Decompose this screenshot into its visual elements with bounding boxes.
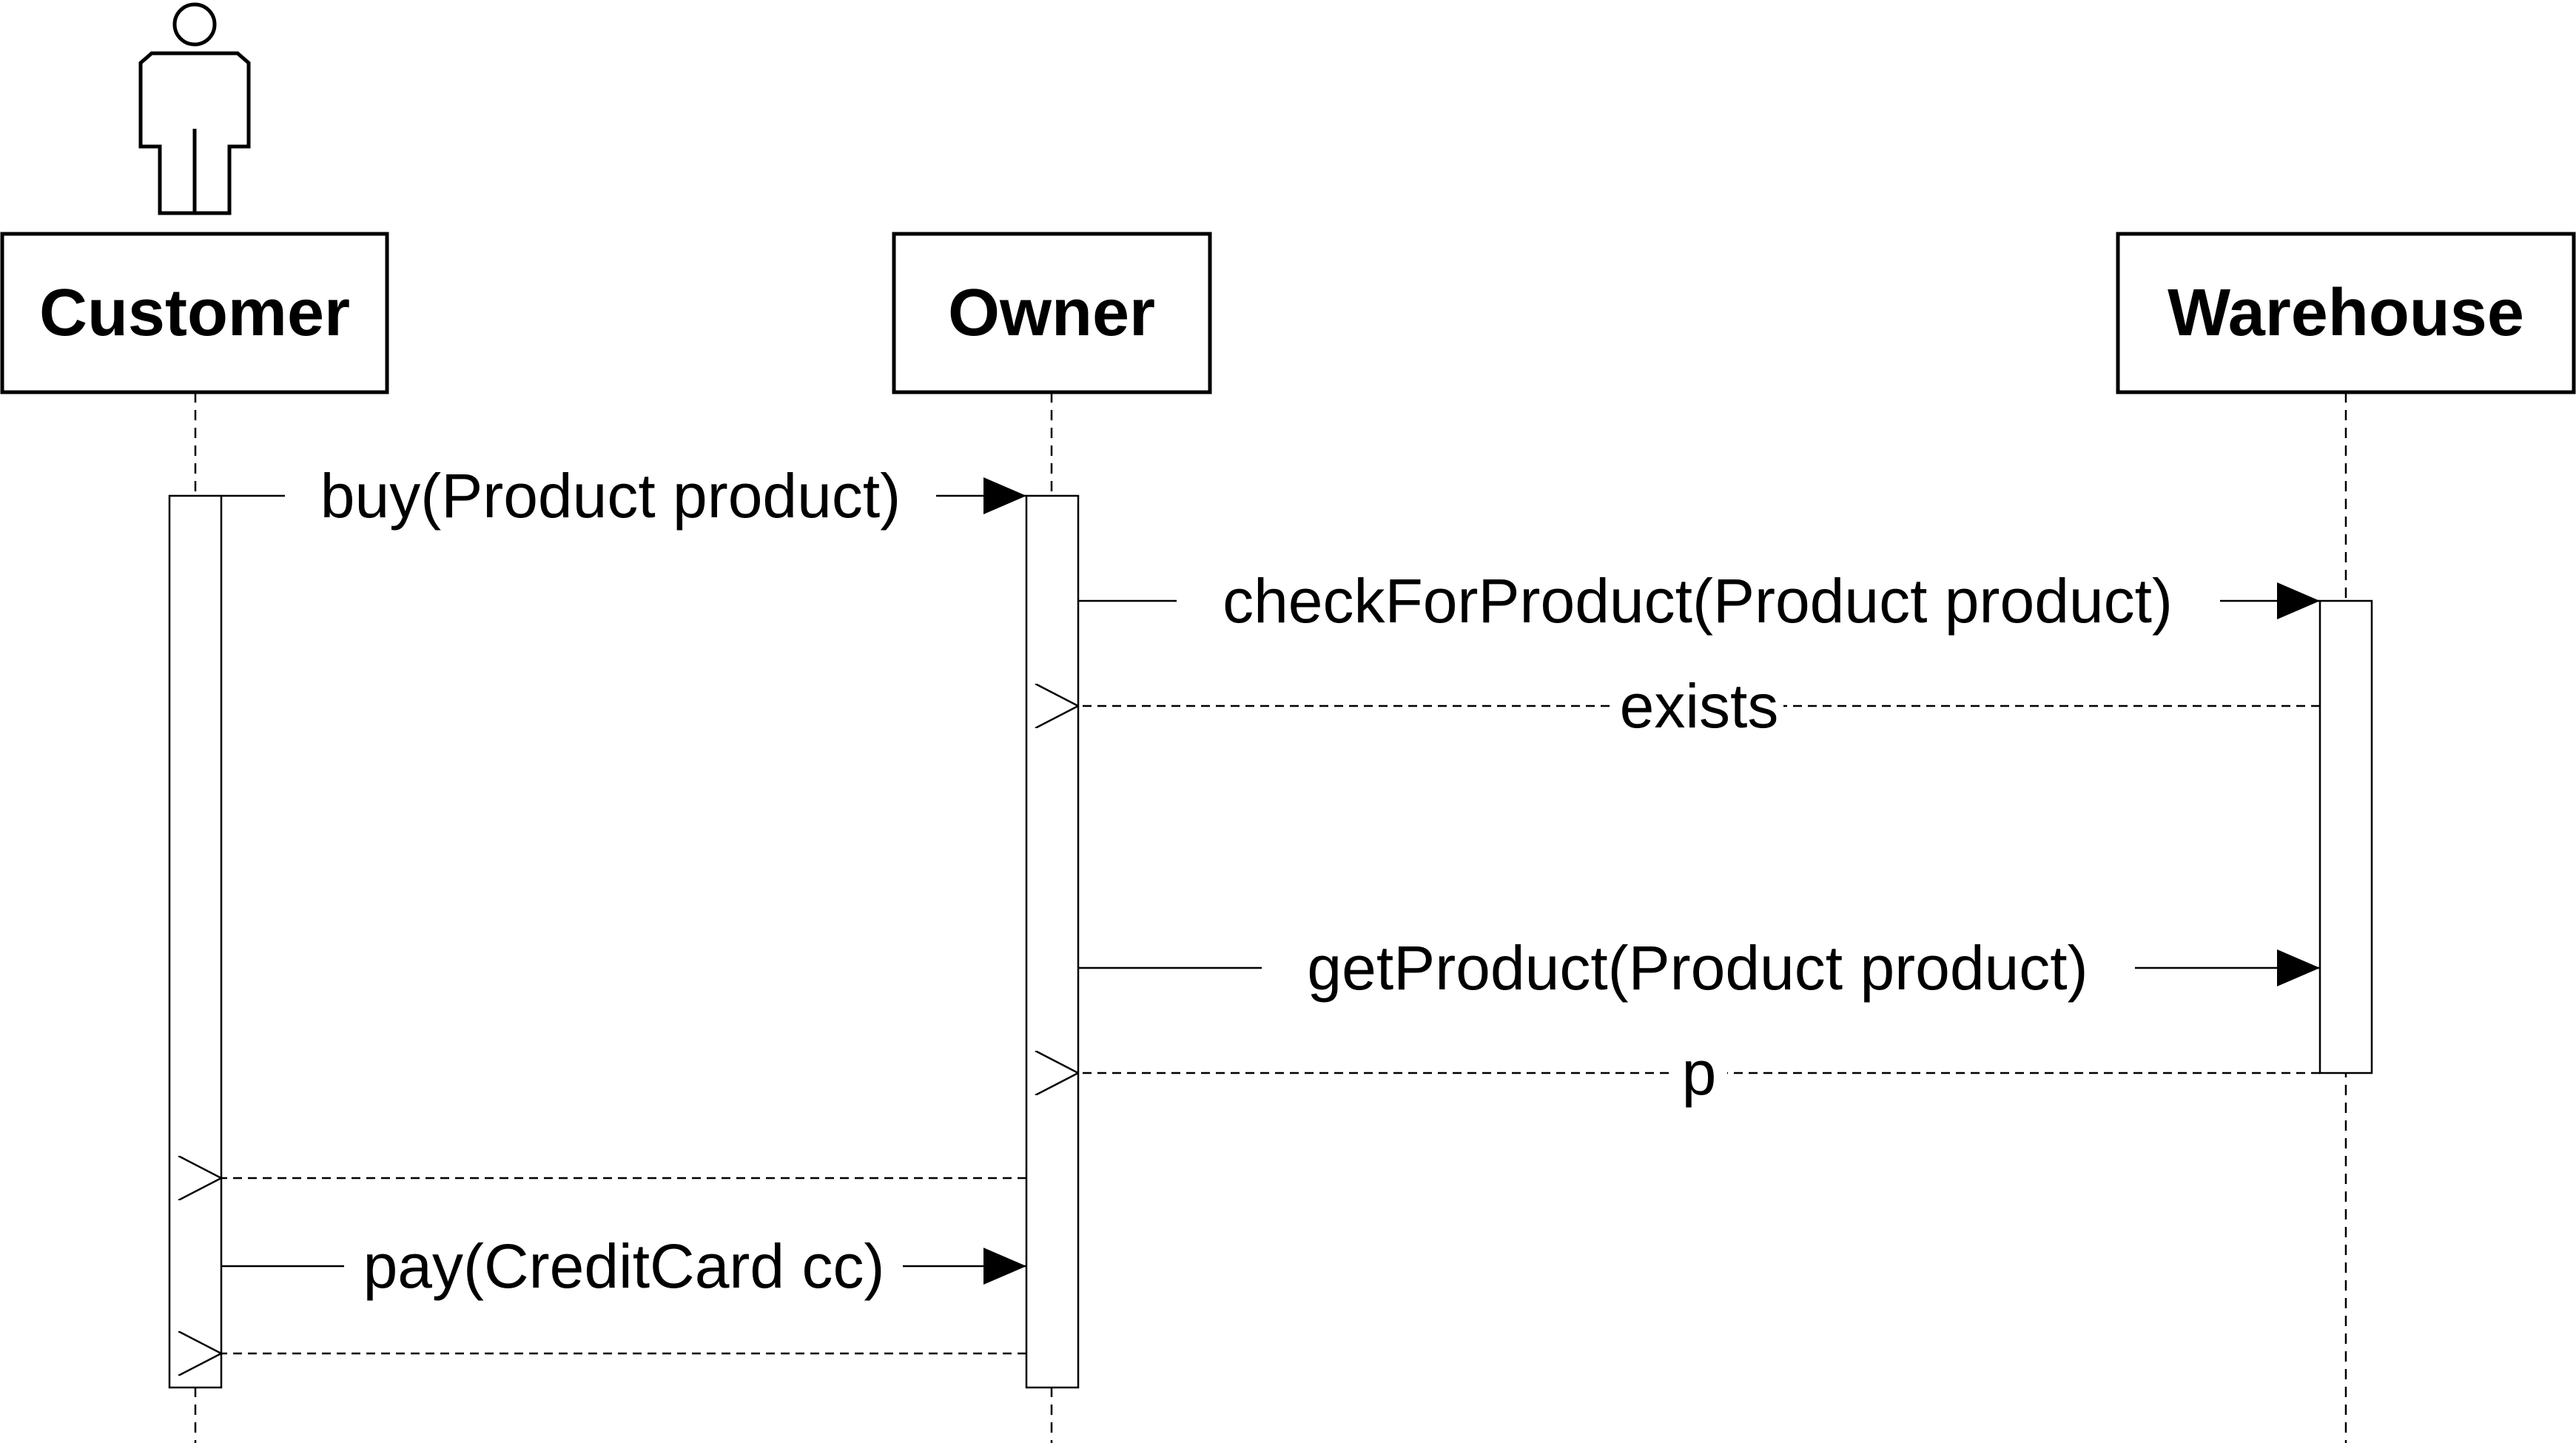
return-exists-label: exists: [1620, 671, 1779, 741]
message-buy: buy(Product product): [221, 455, 1026, 533]
participant-warehouse-label: Warehouse: [2168, 276, 2524, 350]
participant-customer: Customer: [0, 232, 389, 394]
return-p: p: [1078, 1032, 2320, 1110]
message-buy-label: buy(Product product): [320, 461, 901, 531]
message-pay-label: pay(CreditCard cc): [363, 1231, 885, 1301]
message-get-product-label: getProduct(Product product): [1307, 933, 2088, 1003]
message-check-for-product-label: checkForProduct(Product product): [1223, 566, 2173, 636]
return-exists: exists: [1078, 666, 2320, 744]
participant-owner: Owner: [892, 232, 1212, 394]
participant-warehouse: Warehouse: [2116, 232, 2576, 394]
actor-icon: [138, 2, 251, 215]
message-get-product: getProduct(Product product): [1078, 927, 2320, 1005]
message-check-for-product: checkForProduct(Product product): [1078, 560, 2320, 638]
activation-customer: [168, 494, 223, 1389]
activation-warehouse: [2318, 599, 2373, 1074]
participant-owner-label: Owner: [948, 276, 1155, 350]
activation-owner: [1025, 494, 1080, 1389]
return-p-label: p: [1682, 1038, 1717, 1108]
participant-customer-label: Customer: [39, 276, 350, 350]
message-pay: pay(CreditCard cc): [221, 1225, 1026, 1303]
